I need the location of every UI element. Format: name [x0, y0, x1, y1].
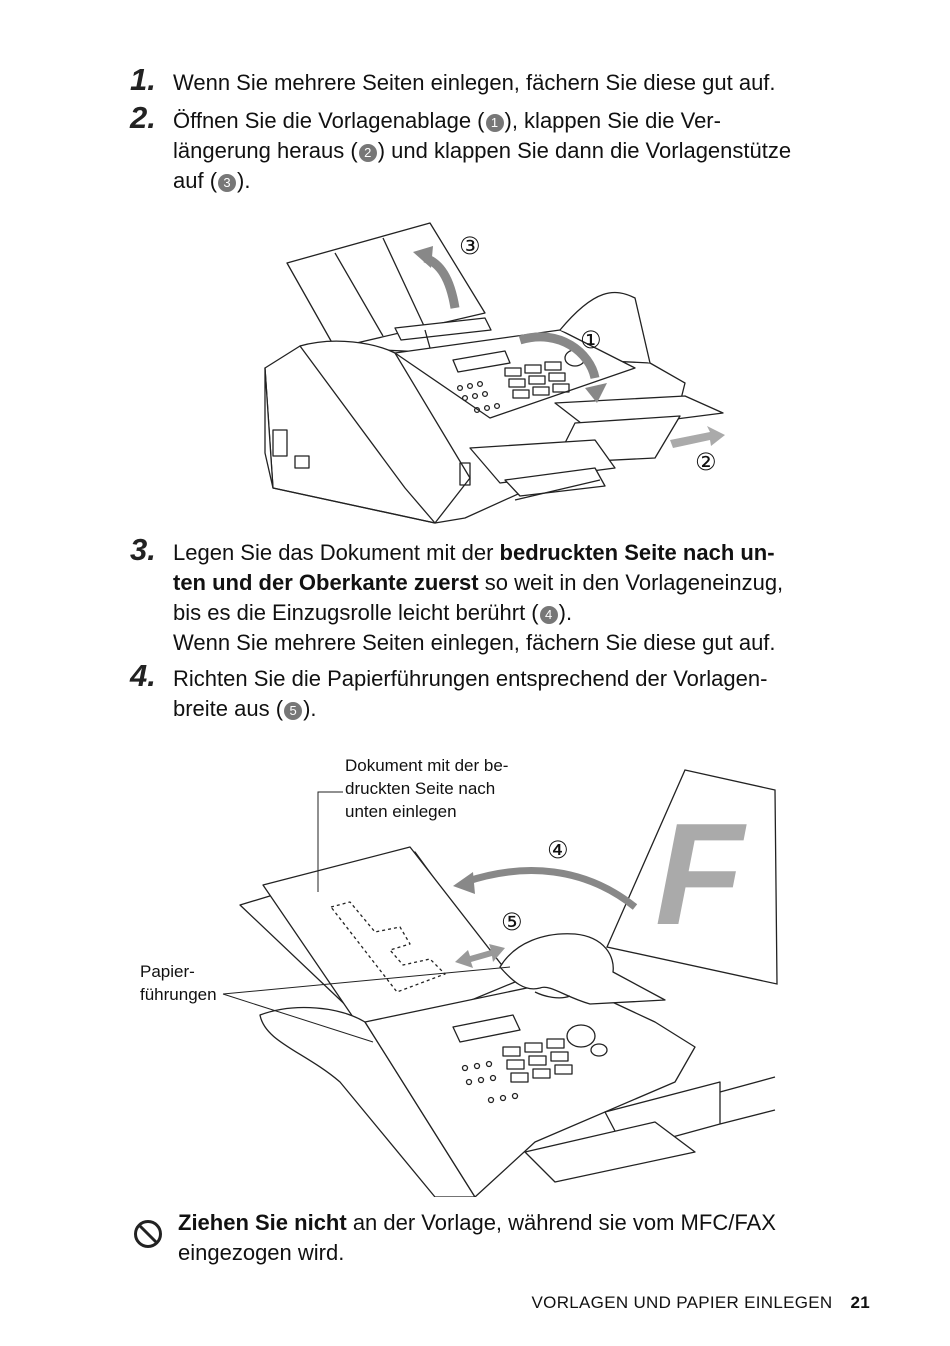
callout-3: ③	[459, 233, 481, 260]
label-paper-guides: Papier- führungen	[140, 960, 217, 1006]
text-run: Wenn Sie mehrere Seiten einlegen, fächer…	[173, 630, 776, 655]
label-document-face-down: Dokument mit der be- druckten Seite nach…	[345, 754, 508, 823]
step-text: Wenn Sie mehrere Seiten einlegen, fächer…	[173, 68, 873, 98]
step-number: 3.	[130, 532, 156, 567]
step-number: 1.	[130, 62, 156, 97]
step-text: Richten Sie die Papierführungen entsprec…	[173, 664, 873, 724]
label-line: Papier-	[140, 962, 195, 981]
numbered-bullet-icon: 5	[284, 702, 303, 720]
page-letter-f: F	[655, 793, 747, 955]
label-line: führungen	[140, 985, 217, 1004]
text-run: ).	[237, 168, 251, 193]
text-run: ) und klappen Sie dann die Vorlagenstütz…	[377, 138, 792, 163]
text-run: so weit in den Vorlageneinzug,	[478, 570, 784, 595]
warning-bold: Ziehen Sie nicht	[178, 1210, 347, 1235]
text-run: Richten Sie die Papierführungen entsprec…	[173, 666, 768, 691]
text-run: Öffnen Sie die Vorlagenablage (	[173, 108, 485, 133]
warning-text: Ziehen Sie nicht an der Vorlage, während…	[178, 1208, 888, 1268]
label-line: Dokument mit der be-	[345, 756, 509, 775]
label-line: druckten Seite nach	[345, 779, 496, 798]
step-number: 4.	[130, 658, 156, 693]
fax-machine-figure-insert-document: F	[135, 752, 785, 1198]
text-run: ), klappen Sie die Ver-	[504, 108, 721, 133]
emphasis-text: bedruckten Seite nach un-	[499, 540, 775, 565]
text-run: ).	[303, 696, 317, 721]
step-text: Legen Sie das Dokument mit der bedruckte…	[173, 538, 873, 658]
text-run: Wenn Sie mehrere Seiten einlegen, fächer…	[173, 70, 776, 95]
text-run: auf (	[173, 168, 218, 193]
numbered-bullet-icon: 2	[358, 144, 377, 162]
numbered-bullet-icon: 1	[485, 114, 504, 132]
callout-4: ④	[547, 837, 569, 864]
text-run: längerung heraus (	[173, 138, 358, 163]
text-run: ).	[558, 600, 573, 625]
step-text: Öffnen Sie die Vorlagenablage (1), klapp…	[173, 106, 873, 196]
callout-5: ⑤	[501, 909, 523, 936]
page-number: 21	[850, 1293, 870, 1312]
label-line: unten einlegen	[345, 802, 457, 821]
footer-section-title: VORLAGEN UND PAPIER EINLEGEN	[531, 1293, 833, 1312]
text-run: breite aus (	[173, 696, 284, 721]
fax-machine-illustration	[264, 222, 725, 524]
text-run: Legen Sie das Dokument mit der	[173, 540, 500, 565]
callout-1: ①	[580, 327, 602, 354]
document-insertion-illustration: F	[222, 769, 778, 1198]
page-footer: VORLAGEN UND PAPIER EINLEGEN 21	[532, 1293, 870, 1313]
prohibited-icon	[134, 1220, 162, 1248]
text-run: bis es die Einzugsrolle leicht berührt (	[173, 600, 539, 625]
fax-machine-figure-open-trays: ③ ① ②	[255, 218, 730, 528]
warning-rest: an der Vorlage, während sie vom MFC/FAX …	[178, 1210, 776, 1265]
numbered-bullet-icon: 4	[539, 606, 558, 624]
step-number: 2.	[130, 100, 156, 135]
numbered-bullet-icon: 3	[218, 174, 237, 192]
emphasis-text: ten und der Oberkante zuerst	[173, 570, 479, 595]
callout-2: ②	[695, 449, 717, 476]
